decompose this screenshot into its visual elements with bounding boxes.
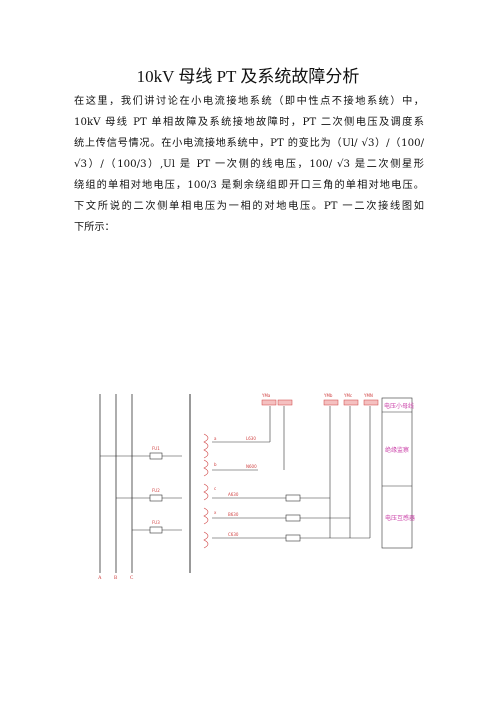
paragraph-line: 下所示： <box>74 222 115 233</box>
winding-label: c <box>214 486 216 491</box>
fuse-label: FU2 <box>152 488 160 493</box>
terminal-label: A630 <box>228 492 239 497</box>
phase-label: C <box>130 576 134 581</box>
terminal-label: N600 <box>246 464 257 469</box>
paragraph-line: 10kV 母线 PT 单相故障及系统接地故障时，PT 二次侧电压及调度系 <box>74 117 424 128</box>
terminal-label: B630 <box>228 512 239 517</box>
bus-label: YMN <box>363 393 373 398</box>
phase-busbars <box>99 394 133 573</box>
document-title: 10kV 母线 PT 及系统故障分析 <box>136 67 360 86</box>
bus-label: YMc <box>343 393 352 398</box>
terminal-label: C630 <box>228 532 239 537</box>
paragraph-line: 绕组的单相对地电压，100/3 是剩余绕组即开口三角的单相对地电压。 <box>74 180 424 191</box>
paragraph-line: 在这里，我们讲讨论在小电流接地系统（即中性点不接地系统）中， <box>74 96 424 107</box>
pt-wiring-diagram: FU1 FU2 FU3 a b c x <box>98 393 415 581</box>
panel-box-label: 绝缘监察 <box>385 446 409 454</box>
secondary-wires <box>212 406 371 542</box>
winding-label: x <box>214 510 217 515</box>
paragraph-line: 下文所说的二次侧单相电压为一相的对地电压。PT 一二次接线图如 <box>74 201 424 212</box>
top-bus-terminals <box>261 399 379 406</box>
winding-label: b <box>214 462 217 467</box>
panel-box-label: 电压小母线 <box>384 402 414 410</box>
paragraph-line: √3）/（100/3）,Ul 是 PT 一次侧的线电压，100/ √3 是二次侧… <box>74 159 424 170</box>
phase-label: A <box>98 576 102 581</box>
pt-windings <box>203 433 209 549</box>
paragraph-line: 统上传信号情况。在小电流接地系统中，PT 的变比为（Ul/ √3）/（100/ <box>74 138 424 149</box>
terminal-label: L630 <box>246 436 256 441</box>
winding-label: a <box>214 436 217 441</box>
fuse-branches <box>100 452 182 534</box>
fuse-label: FU1 <box>152 446 160 451</box>
bus-label: YMa <box>261 393 271 398</box>
right-panel <box>381 397 413 549</box>
phase-label: B <box>114 576 118 581</box>
panel-box-label: 电压互感器 <box>385 514 415 522</box>
document-paragraph: 在这里，我们讲讨论在小电流接地系统（即中性点不接地系统）中， 10kV 母线 P… <box>74 91 424 238</box>
fuse-label: FU3 <box>152 520 160 525</box>
bus-label: YMb <box>323 393 333 398</box>
